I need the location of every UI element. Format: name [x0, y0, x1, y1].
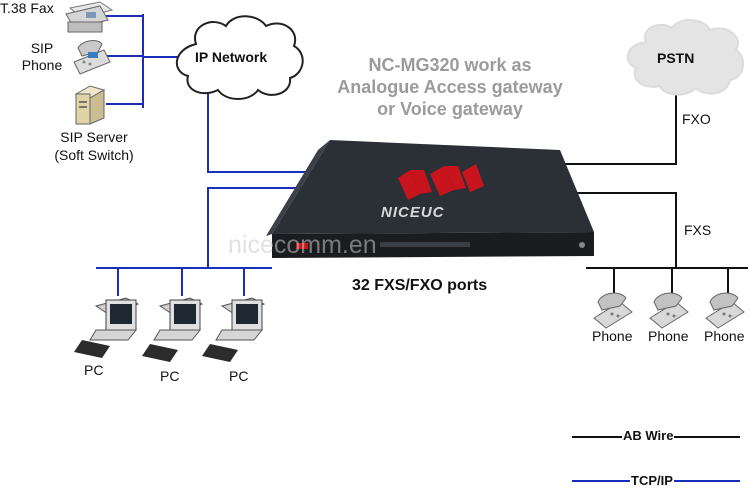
sip-phone-label: SIP Phone: [16, 40, 68, 74]
phone-3-label: Phone: [704, 328, 745, 344]
fax-icon: [65, 1, 114, 33]
watermark: nicecomm.en: [228, 231, 377, 259]
legend-tcp-ip-label: TCP/IP: [630, 473, 674, 488]
pc-3-label: PC: [229, 368, 249, 384]
headline: NC-MG320 work as Analogue Access gateway…: [300, 54, 600, 120]
headline-line1: NC-MG320 work as: [368, 55, 532, 75]
fxs-label: FXS: [684, 222, 712, 238]
phone-2-label: Phone: [648, 328, 689, 344]
ip-network-cloud: [176, 15, 304, 100]
pc-2-label: PC: [160, 368, 180, 384]
phone-1-label: Phone: [592, 328, 633, 344]
power-led: [296, 243, 308, 249]
gateway-device: [266, 140, 594, 258]
sip-server-label: SIP Server (Soft Switch): [40, 128, 148, 164]
pc-3-icon: [202, 297, 266, 362]
ab-wire-links: [553, 80, 748, 294]
legend-ab-wire-label: AB Wire: [622, 428, 675, 443]
phone-2-icon: [649, 292, 689, 329]
fxo-link: [553, 80, 677, 165]
ip-network-label: IP Network: [195, 49, 268, 65]
cloud-to-gateway-link: [207, 86, 318, 173]
pc-2-icon: [142, 297, 204, 362]
niceuc-logo: [398, 164, 484, 200]
phone-1-icon: [593, 292, 633, 329]
pstn-cloud: [626, 19, 745, 96]
ports-caption: 32 FXS/FXO ports: [352, 277, 488, 294]
tcp-ip-links: [96, 14, 318, 296]
fxs-link: [565, 192, 677, 268]
sip-server-icon: [74, 85, 106, 125]
fxo-label: FXO: [682, 111, 711, 127]
pc-1-icon: [74, 297, 140, 358]
sip-phone-icon: [73, 40, 111, 75]
sip-server-label-line1: SIP Server: [60, 129, 128, 145]
sip-phone-label-line2: Phone: [21, 57, 63, 73]
phone-3-icon: [705, 292, 745, 329]
sip-phone-label-line1: SIP: [30, 40, 54, 56]
fax-label: T.38 Fax: [0, 0, 54, 16]
gateway-top: [272, 140, 594, 234]
headline-line3: or Voice gateway: [377, 99, 523, 119]
gateway-brand-label: NICEUC: [381, 204, 445, 221]
sip-server-label-line2: (Soft Switch): [54, 147, 134, 163]
pstn-label: PSTN: [657, 50, 695, 66]
pc-1-label: PC: [84, 362, 104, 378]
headline-line2: Analogue Access gateway: [337, 77, 563, 97]
gateway-to-lan-link: [207, 187, 318, 268]
